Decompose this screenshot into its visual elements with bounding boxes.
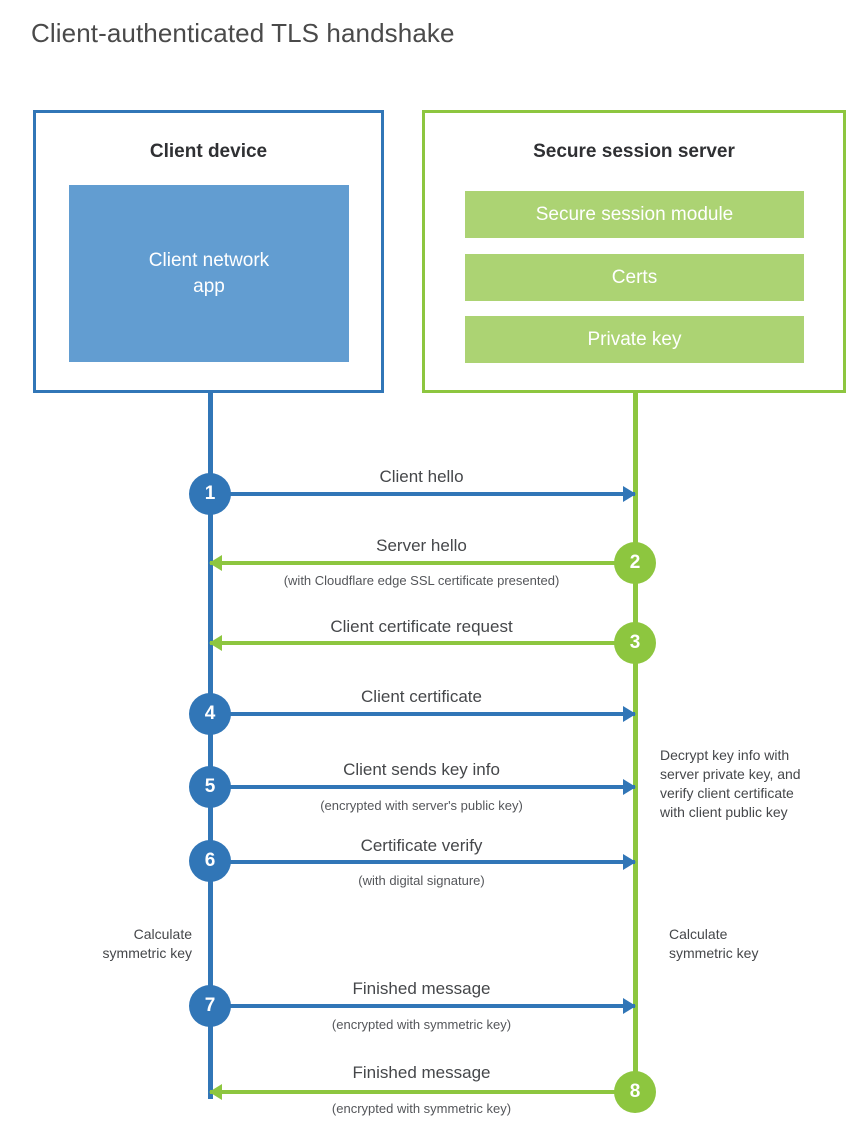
arrowhead-right-icon xyxy=(623,779,636,795)
step-6-sublabel: (with digital signature) xyxy=(358,873,485,888)
step-3-arrow xyxy=(209,635,635,651)
step-5-badge[interactable]: 5 xyxy=(189,766,231,808)
arrowhead-right-icon xyxy=(623,706,636,722)
step-7-sublabel: (encrypted with symmetric key) xyxy=(331,1017,512,1032)
client-device-title: Client device xyxy=(149,141,268,162)
step-8-label: Finished message xyxy=(352,1063,491,1082)
server-bar-certs: Certs xyxy=(465,254,804,301)
client-calculate-symmetric-key-note: Calculate symmetric key xyxy=(40,925,192,963)
step-8-arrow xyxy=(209,1084,635,1100)
step-2-sublabel: (with Cloudflare edge SSL certificate pr… xyxy=(283,573,560,588)
client-app-label-line1: Client network xyxy=(148,249,270,271)
server-bar-secure-session-module: Secure session module xyxy=(465,191,804,238)
step-3-label: Client certificate request xyxy=(330,617,513,636)
arrowhead-left-icon xyxy=(209,555,222,571)
step-6-arrow xyxy=(210,854,636,870)
arrowhead-right-icon xyxy=(623,854,636,870)
secure-session-server-title: Secure session server xyxy=(533,141,735,162)
page-title: Client-authenticated TLS handshake xyxy=(31,18,455,48)
server-decrypt-note-line1: Decrypt key info with xyxy=(660,747,790,763)
server-lifeline xyxy=(633,393,638,1092)
step-2-arrow xyxy=(209,555,635,571)
step-2-label: Server hello xyxy=(376,536,467,555)
client-app-label-line2: app xyxy=(193,275,225,297)
step-6-label: Certificate verify xyxy=(360,836,483,855)
step-7-arrow xyxy=(210,998,636,1014)
arrowhead-left-icon xyxy=(209,635,222,651)
step-1-label: Client hello xyxy=(379,467,464,486)
step-7-label: Finished message xyxy=(352,979,491,998)
client-calc-note-line1: Calculate xyxy=(133,926,192,942)
server-decrypt-note-line4: with client public key xyxy=(660,804,788,820)
arrowhead-right-icon xyxy=(623,998,636,1014)
step-4-arrow xyxy=(210,706,636,722)
client-lifeline xyxy=(208,393,213,1099)
server-bar-private-key: Private key xyxy=(465,316,804,363)
step-8-badge[interactable]: 8 xyxy=(614,1071,656,1113)
step-4-label: Client certificate xyxy=(361,687,482,706)
step-5-label: Client sends key info xyxy=(343,760,500,779)
server-decrypt-note-line3: verify client certificate xyxy=(660,785,794,801)
step-8-sublabel: (encrypted with symmetric key) xyxy=(331,1101,512,1116)
step-3-badge[interactable]: 3 xyxy=(614,622,656,664)
step-4-badge[interactable]: 4 xyxy=(189,693,231,735)
client-network-app-box: Client network app xyxy=(69,185,349,362)
secure-session-server-panel: Secure session server Secure session mod… xyxy=(422,110,846,393)
arrowhead-right-icon xyxy=(623,486,636,502)
step-1-arrow xyxy=(210,486,636,502)
step-5-sublabel: (encrypted with server's public key) xyxy=(320,798,523,813)
step-6-badge[interactable]: 6 xyxy=(189,840,231,882)
step-1-badge[interactable]: 1 xyxy=(189,473,231,515)
client-calc-note-line2: symmetric key xyxy=(102,945,192,961)
step-5-arrow xyxy=(210,779,636,795)
server-decrypt-note: Decrypt key info with server private key… xyxy=(660,746,845,822)
step-7-badge[interactable]: 7 xyxy=(189,985,231,1027)
client-device-panel: Client device Client network app xyxy=(33,110,384,393)
step-2-badge[interactable]: 2 xyxy=(614,542,656,584)
server-decrypt-note-line2: server private key, and xyxy=(660,766,801,782)
arrowhead-left-icon xyxy=(209,1084,222,1100)
server-calc-note-line2: symmetric key xyxy=(669,945,759,961)
server-calc-note-line1: Calculate xyxy=(669,926,728,942)
server-calculate-symmetric-key-note: Calculate symmetric key xyxy=(669,925,839,963)
